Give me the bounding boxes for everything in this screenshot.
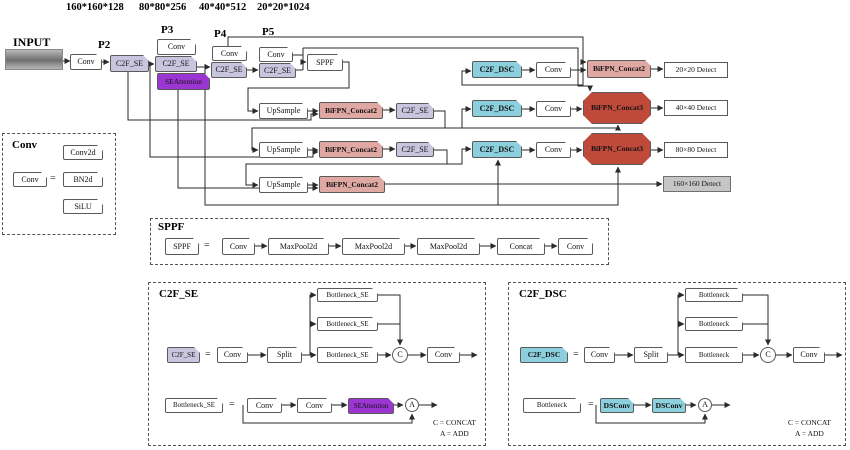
maxpool-3: MaxPool2d bbox=[417, 238, 480, 255]
c2fse-concat-circle: C bbox=[392, 347, 408, 363]
input-image bbox=[5, 49, 63, 70]
bn2d-node: BN2d bbox=[63, 172, 103, 187]
c2fdsc-conv-1: Conv bbox=[584, 347, 615, 363]
c2fdsc-concat-note: C = CONCAT bbox=[788, 418, 831, 427]
bifpn-concat3-c: BiFPN_Concat3 bbox=[583, 133, 651, 165]
c2fdsc-split: Split bbox=[634, 347, 668, 363]
conv-eq: = bbox=[50, 173, 56, 184]
c2fdsc-row-c: C2F_DSC bbox=[472, 141, 522, 158]
p3-label: P3 bbox=[161, 24, 174, 36]
bottleneckse-conv-1: Conv bbox=[247, 398, 282, 413]
sppf-legend-title: SPPF bbox=[158, 221, 185, 233]
bottleneck-top: Bottleneck bbox=[685, 288, 743, 302]
maxpool-1: MaxPool2d bbox=[268, 238, 329, 255]
detect-80: 80×80 Detect bbox=[664, 142, 728, 158]
bottleneck-eq: = bbox=[588, 399, 594, 410]
detect-20: 20×20 Detect bbox=[664, 62, 728, 78]
c2fse-split: Split bbox=[267, 347, 302, 363]
dim-label-160: 160*160*128 bbox=[66, 2, 124, 13]
conv-legend-node: Conv bbox=[13, 172, 47, 187]
upsample-1: UpSample bbox=[259, 103, 308, 119]
c2fdsc-legend-title: C2F_DSC bbox=[519, 288, 567, 300]
bottleneck-mid: Bottleneck bbox=[685, 317, 743, 331]
conv-row-c: Conv bbox=[536, 142, 571, 158]
conv-legend-box bbox=[2, 133, 116, 235]
conv2d-node: Conv2d bbox=[63, 145, 103, 160]
connector-lines bbox=[61, 36, 843, 424]
bifpn-concat2-1: BiFPN_Concat2 bbox=[319, 102, 383, 119]
c2fdsc-conv-2: Conv bbox=[793, 347, 825, 363]
dsconv-1: DSConv bbox=[600, 398, 634, 413]
c2fse-legend-node: C2F_SE bbox=[167, 347, 200, 363]
p3-c2fse: C2F_SE bbox=[155, 56, 197, 72]
c2fse-conv-2: Conv bbox=[427, 347, 460, 363]
c2fse-row2: C2F_SE bbox=[396, 142, 434, 157]
conv-legend-title: Conv bbox=[12, 139, 38, 151]
backbone-conv: Conv bbox=[70, 54, 102, 70]
bottleneck-main: Bottleneck bbox=[685, 347, 743, 363]
sppf-node: SPPF bbox=[307, 54, 343, 71]
backbone-c2fse-p2: C2F_SE bbox=[110, 55, 149, 72]
upsample-2: UpSample bbox=[259, 142, 308, 158]
c2fse-row1: C2F_SE bbox=[396, 103, 434, 119]
c2fdsc-legend-node: C2F_DSC bbox=[520, 347, 568, 363]
bottleneckse-mid: Bottleneck_SE bbox=[317, 317, 378, 331]
sppf-conv-2: Conv bbox=[558, 238, 593, 255]
p4-c2fse: C2F_SE bbox=[211, 62, 247, 78]
dim-label-80: 80*80*256 bbox=[139, 2, 187, 13]
bifpn-concat2-3: BiFPN_Concat2 bbox=[319, 176, 385, 193]
c2fse-legend-title: C2F_SE bbox=[159, 288, 199, 300]
bottleneckse-seattention: SEAttention bbox=[348, 398, 394, 414]
input-label: INPUT bbox=[13, 35, 51, 49]
bottleneckse-top: Bottleneck_SE bbox=[317, 288, 378, 302]
p3-seattention: SEAttention bbox=[157, 73, 210, 90]
c2fdsc-row-a: C2F_DSC bbox=[472, 61, 522, 78]
p4-conv: Conv bbox=[212, 46, 247, 61]
maxpool-2: MaxPool2d bbox=[342, 238, 405, 255]
sppf-concat: Concat bbox=[497, 238, 545, 255]
c2fdsc-eq: = bbox=[573, 349, 579, 360]
p2-label: P2 bbox=[98, 39, 111, 51]
p5-label: P5 bbox=[262, 26, 275, 38]
sppf-eq: = bbox=[204, 240, 210, 251]
p5-c2fse: C2F_SE bbox=[259, 63, 296, 78]
sppf-conv-1: Conv bbox=[222, 238, 255, 255]
bifpn-concat3-b: BiFPN_Concat3 bbox=[583, 92, 651, 124]
p3-conv: Conv bbox=[157, 39, 196, 55]
c2fdsc-concat-circle: C bbox=[760, 347, 776, 363]
silu-node: SiLU bbox=[63, 199, 103, 214]
c2fdsc-row-b: C2F_DSC bbox=[472, 100, 522, 117]
bottleneckse-legend-node: Bottleneck_SE bbox=[165, 398, 223, 413]
sppf-legend-node: SPPF bbox=[165, 238, 199, 255]
c2fse-legend-box bbox=[148, 282, 486, 446]
bottleneckse-eq: = bbox=[229, 399, 235, 410]
c2fdsc-add-circle: A bbox=[698, 398, 712, 412]
p4-label: P4 bbox=[214, 28, 227, 40]
c2fse-eq: = bbox=[205, 349, 211, 360]
bottleneckse-main: Bottleneck_SE bbox=[317, 347, 378, 363]
bottleneck-legend-node: Bottleneck bbox=[523, 398, 581, 413]
c2fse-add-circle: A bbox=[405, 398, 419, 412]
detect-160: 160×160 Detect bbox=[663, 176, 731, 192]
c2fdsc-legend-box bbox=[508, 282, 846, 446]
dsconv-2: DSConv bbox=[652, 398, 686, 413]
conv-row-b: Conv bbox=[536, 101, 571, 117]
bifpn-concat2-a: BiFPN_Concat2 bbox=[587, 60, 651, 78]
c2fse-concat-note: C = CONCAT bbox=[433, 418, 476, 427]
detect-40: 40×40 Detect bbox=[664, 100, 728, 116]
dim-label-20: 20*20*1024 bbox=[257, 2, 310, 13]
dim-label-40: 40*40*512 bbox=[199, 2, 247, 13]
c2fdsc-add-note: A = ADD bbox=[795, 429, 824, 438]
bifpn-concat2-2: BiFPN_Concat2 bbox=[319, 141, 383, 158]
c2fse-add-note: A = ADD bbox=[440, 429, 469, 438]
sppf-legend-box bbox=[150, 218, 609, 265]
p5-conv: Conv bbox=[259, 47, 293, 62]
bottleneckse-conv-2: Conv bbox=[297, 398, 332, 413]
upsample-3: UpSample bbox=[259, 177, 308, 193]
c2fse-conv-1: Conv bbox=[217, 347, 248, 363]
conv-row-a: Conv bbox=[536, 62, 571, 78]
